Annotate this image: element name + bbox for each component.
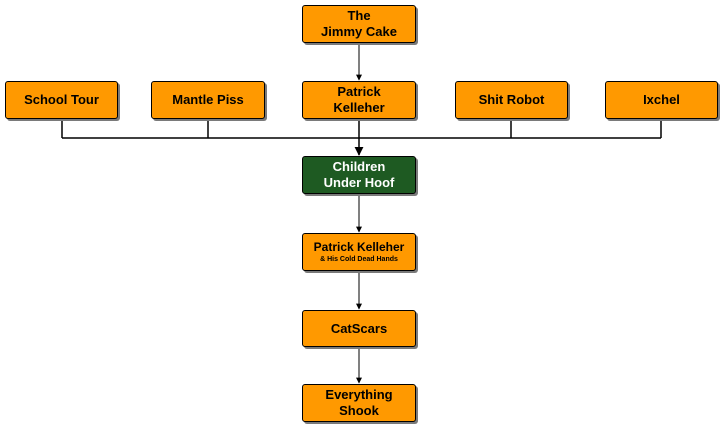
node-label: Ixchel	[643, 92, 680, 107]
node-the-jimmy-cake: The Jimmy Cake	[302, 5, 416, 43]
node-label: Shook	[339, 403, 379, 418]
node-catscars: CatScars	[302, 310, 416, 347]
node-label: Jimmy Cake	[321, 24, 397, 39]
node-label: Patrick	[337, 84, 381, 99]
node-ixchel: Ixchel	[605, 81, 718, 119]
node-label: Patrick Kelleher	[313, 239, 405, 254]
node-mantle-piss: Mantle Piss	[151, 81, 265, 119]
node-shit-robot: Shit Robot	[455, 81, 568, 119]
node-subtitle: & His Cold Dead Hands	[320, 255, 398, 263]
node-patrick-kelleher: Patrick Kelleher	[302, 81, 416, 119]
node-everything-shook: Everything Shook	[302, 384, 416, 422]
node-label: Children	[332, 159, 386, 174]
node-label: School Tour	[24, 92, 99, 107]
node-patrick-kelleher-cold-dead-hands: Patrick Kelleher & His Cold Dead Hands	[302, 233, 416, 271]
node-label: Kelleher	[333, 100, 385, 115]
node-label: Everything	[325, 387, 393, 402]
node-label: The	[347, 8, 371, 23]
node-children-under-hoof: Children Under Hoof	[302, 156, 416, 194]
node-label: Mantle Piss	[172, 92, 244, 107]
node-school-tour: School Tour	[5, 81, 118, 119]
node-label: Shit Robot	[478, 92, 545, 107]
node-label: Under Hoof	[323, 175, 395, 190]
node-label: CatScars	[330, 320, 388, 336]
